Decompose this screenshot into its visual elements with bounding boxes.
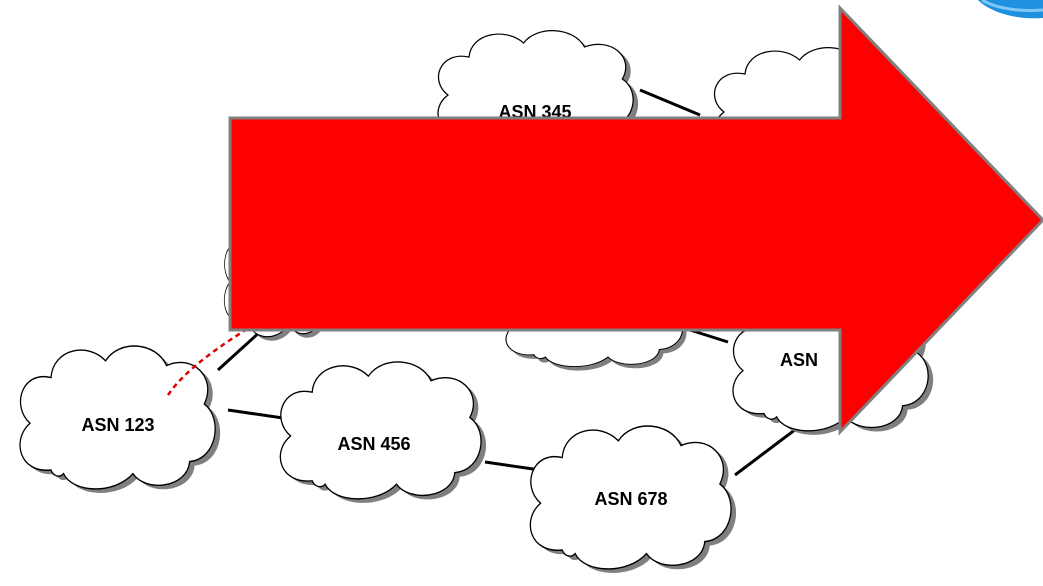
corner-logo-swoosh — [978, 0, 1043, 19]
label-asn-right: ASN — [780, 350, 818, 370]
red-arrow-shape — [228, 4, 1043, 436]
link-123-456 — [227, 408, 284, 420]
label-asn-678: ASN 678 — [594, 489, 667, 509]
link-456-678 — [484, 460, 541, 472]
label-asn-456: ASN 456 — [337, 434, 410, 454]
link-345-upperright — [639, 88, 701, 117]
label-asn-123: ASN 123 — [81, 415, 154, 435]
links — [216, 88, 809, 477]
link-123-upper — [216, 328, 264, 372]
link-center-right — [689, 328, 729, 344]
dashed-route-path — [166, 318, 263, 396]
cloud-asn-456 — [279, 361, 487, 503]
